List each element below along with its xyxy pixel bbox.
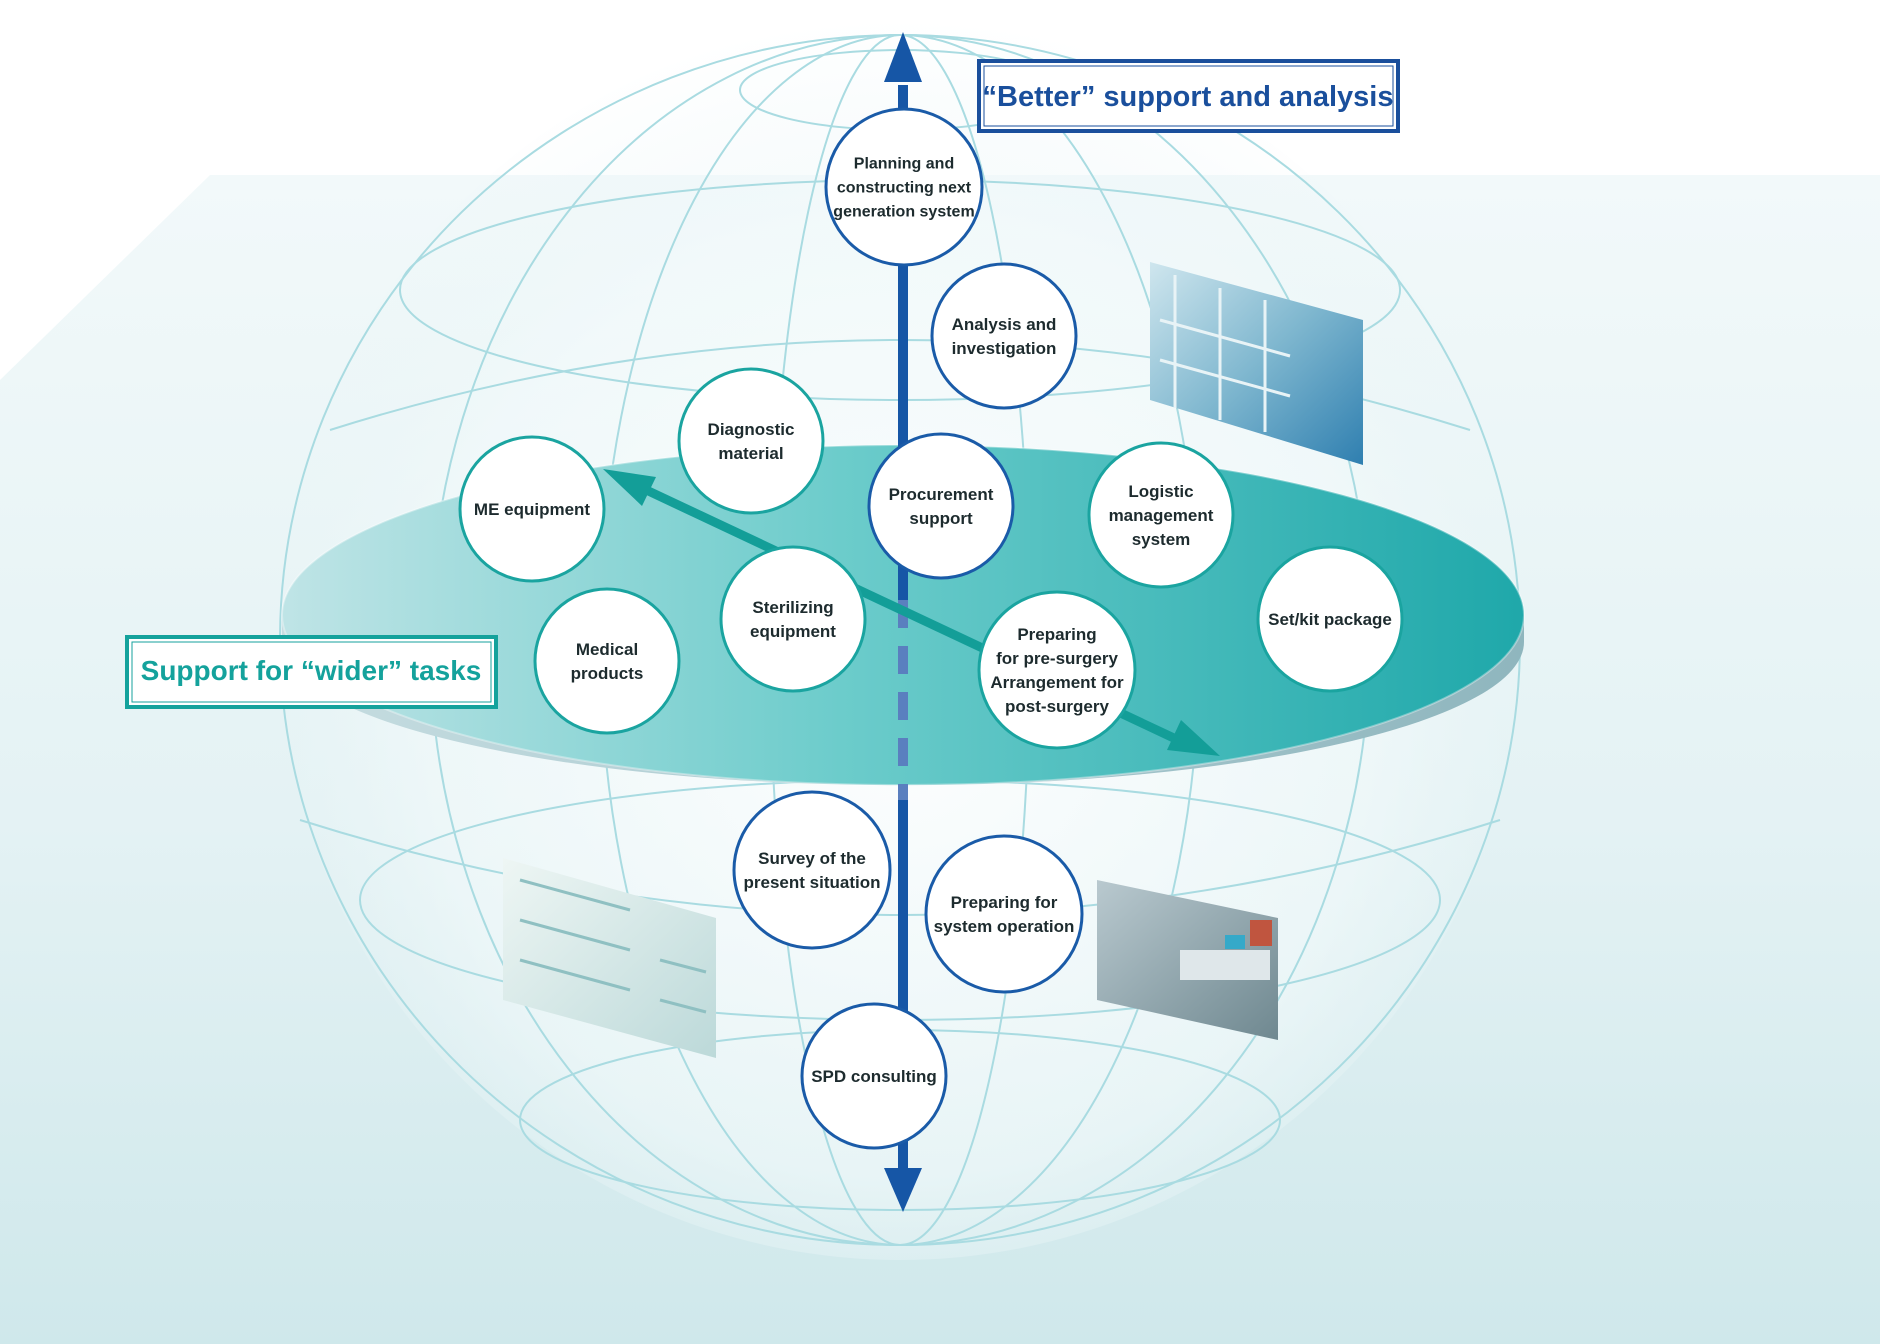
node-me-equipment-label-line: ME equipment bbox=[474, 500, 591, 519]
sterile-supply-room-photo bbox=[1097, 880, 1278, 1040]
node-sterilizing-label-line: equipment bbox=[750, 622, 836, 641]
node-preparing-surgery-label-line: for pre-surgery bbox=[996, 649, 1118, 668]
node-preparing-surgery-circle bbox=[977, 590, 1137, 750]
node-spd: SPD consulting bbox=[800, 1002, 948, 1150]
node-preparing-surgery-label-line: post-surgery bbox=[1005, 697, 1109, 716]
better-support-callout-text: “Better” support and analysis bbox=[983, 81, 1394, 113]
node-analysis-label-line: investigation bbox=[952, 339, 1057, 358]
node-planning-label-line: Planning and bbox=[854, 156, 954, 173]
node-diagnostic-circle bbox=[677, 367, 825, 515]
node-survey: Survey of the present situation bbox=[732, 790, 892, 950]
node-diagnostic-label-line: material bbox=[718, 444, 783, 463]
node-preparing-operation-label-line: Preparing for bbox=[951, 893, 1058, 912]
node-medical-products-label-line: products bbox=[571, 664, 644, 683]
node-survey-label-line: Survey of the bbox=[758, 849, 866, 868]
node-planning-label-line: generation system bbox=[833, 204, 974, 221]
node-set-kit-label-line: Set/kit package bbox=[1268, 610, 1392, 629]
better-support-callout: “Better” support and analysis bbox=[977, 59, 1400, 133]
node-logistic-label-line: Logistic bbox=[1128, 482, 1193, 501]
node-planning-circle bbox=[824, 107, 984, 267]
node-spd-label-line: SPD consulting bbox=[811, 1067, 937, 1086]
node-procurement-circle bbox=[867, 432, 1015, 580]
node-medical-products: Medical products bbox=[533, 587, 681, 735]
node-procurement-label-line: Procurement bbox=[889, 485, 994, 504]
wider-tasks-callout: Support for “wider” tasks bbox=[125, 635, 498, 709]
node-medical-products-label-line: Medical bbox=[576, 640, 638, 659]
node-preparing-surgery-label-line: Arrangement for bbox=[990, 673, 1124, 692]
node-survey-label-line: present situation bbox=[744, 873, 881, 892]
node-me-equipment: ME equipment bbox=[458, 435, 606, 583]
node-preparing-operation-label-line: system operation bbox=[934, 917, 1075, 936]
node-set-kit-circle bbox=[1256, 545, 1404, 693]
node-sterilizing-circle bbox=[719, 545, 867, 693]
node-preparing-surgery-label-line: Preparing bbox=[1017, 625, 1096, 644]
node-preparing-operation: Preparing for system operation bbox=[924, 834, 1084, 994]
node-planning: Planning and constructing next generation … bbox=[824, 107, 984, 267]
node-sterilizing-label-line: Sterilizing bbox=[752, 598, 833, 617]
pharmacy-shelves-photo bbox=[503, 858, 716, 1058]
node-me-equipment-circle bbox=[458, 435, 606, 583]
node-preparing-operation-circle bbox=[924, 834, 1084, 994]
hospital-storage-room-photo bbox=[1150, 262, 1363, 465]
wider-tasks-callout-text: Support for “wider” tasks bbox=[141, 655, 482, 686]
node-analysis-label-line: Analysis and bbox=[952, 315, 1057, 334]
node-planning-label-line: constructing next bbox=[837, 180, 972, 197]
node-spd-circle bbox=[800, 1002, 948, 1150]
node-analysis-circle bbox=[930, 262, 1078, 410]
node-medical-products-circle bbox=[533, 587, 681, 735]
node-set-kit: Set/kit package bbox=[1256, 545, 1404, 693]
node-logistic-label-line: system bbox=[1132, 530, 1191, 549]
node-diagnostic: Diagnostic material bbox=[677, 367, 825, 515]
node-diagnostic-label-line: Diagnostic bbox=[708, 420, 795, 439]
node-survey-circle bbox=[732, 790, 892, 950]
node-procurement-label-line: support bbox=[909, 509, 973, 528]
node-logistic: Logistic management system bbox=[1087, 441, 1235, 589]
node-layer: Planning and constructing next generation … bbox=[458, 107, 1404, 1150]
node-procurement: Procurement support bbox=[867, 432, 1015, 580]
node-logistic-label-line: management bbox=[1109, 506, 1214, 525]
node-logistic-circle bbox=[1087, 441, 1235, 589]
node-sterilizing: Sterilizing equipment bbox=[719, 545, 867, 693]
node-analysis: Analysis and investigation bbox=[930, 262, 1078, 410]
